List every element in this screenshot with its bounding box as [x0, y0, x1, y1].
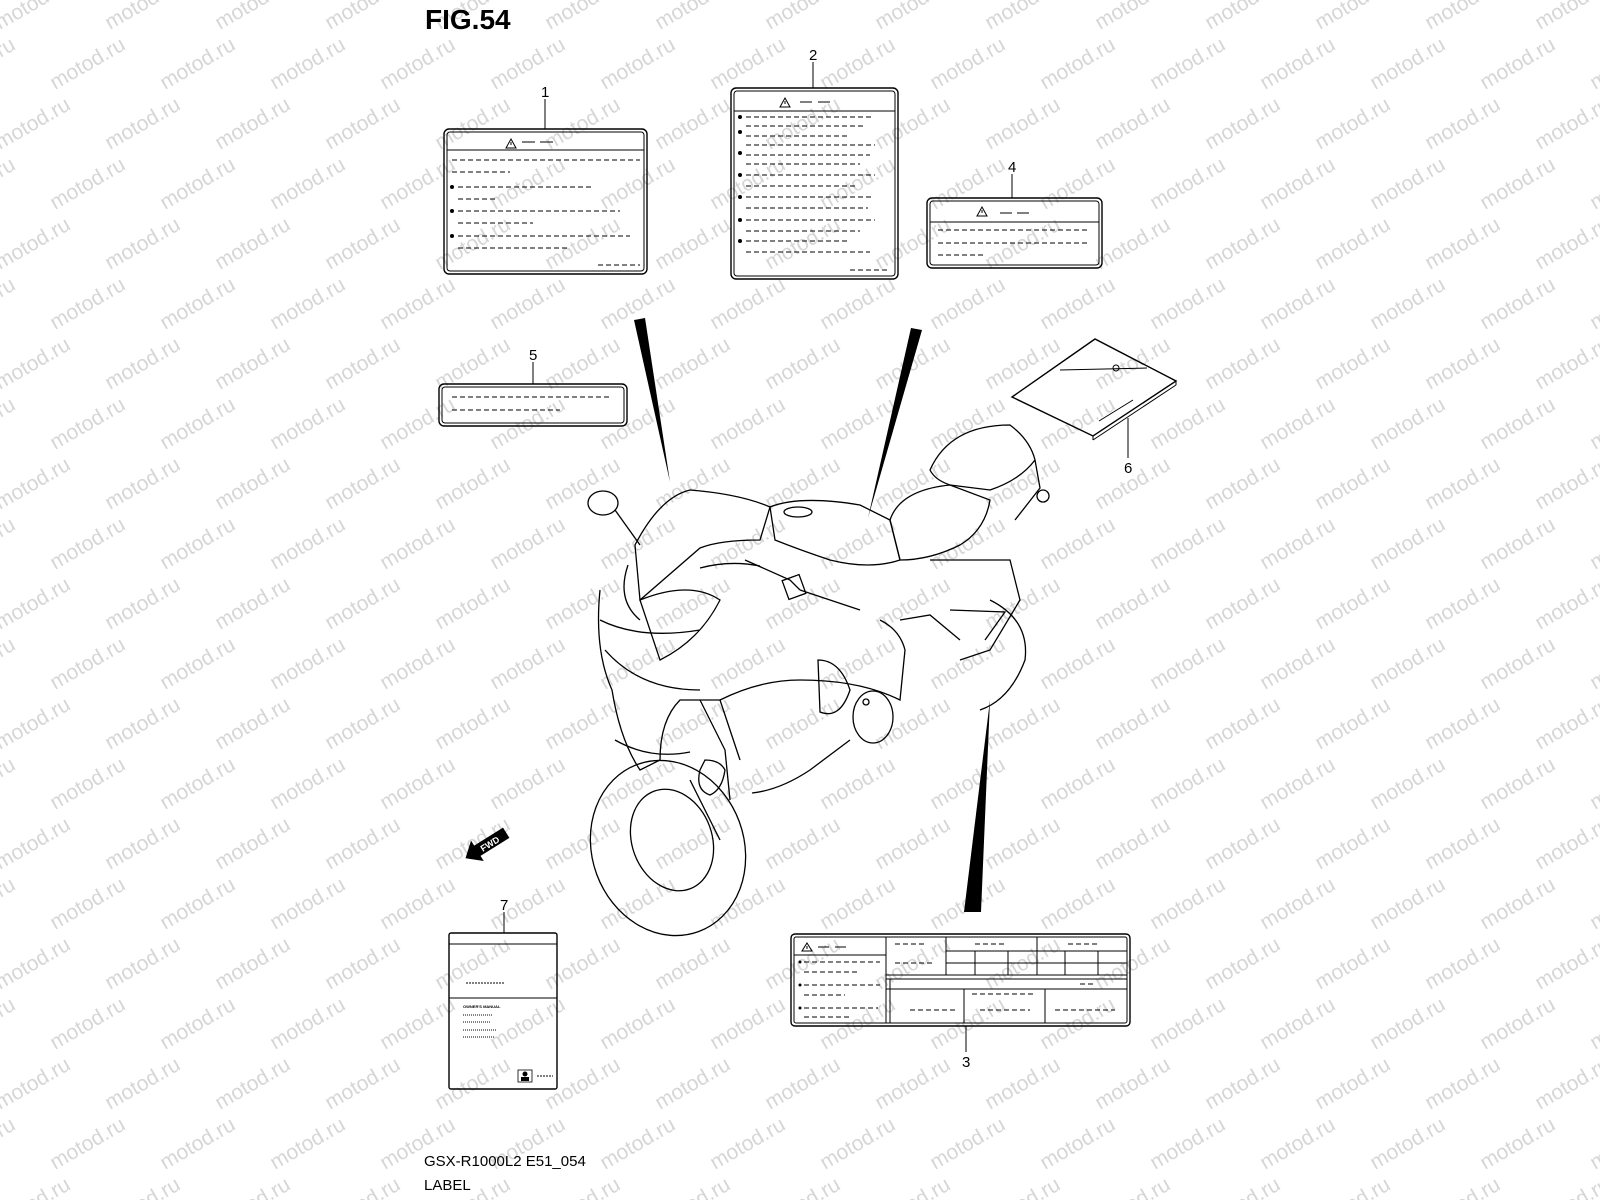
- callout-1: 1: [541, 84, 549, 101]
- pointer-wedge-center: [868, 328, 922, 518]
- warning-triangle-icon: [505, 137, 517, 149]
- rider-icon: [517, 1069, 533, 1083]
- label-5-decal[interactable]: [438, 383, 628, 427]
- label-4-warning-decal[interactable]: [926, 197, 1103, 269]
- warning-triangle-icon: [976, 205, 988, 217]
- model-code: GSX-R1000L2 E51_054: [424, 1153, 586, 1170]
- warning-triangle-icon: [779, 96, 791, 108]
- motorcycle-outline: [587, 424, 1050, 937]
- figure-title: FIG.54: [425, 4, 511, 35]
- label-3-tire-info-decal[interactable]: [790, 933, 1131, 1027]
- callout-4: 4: [1008, 159, 1016, 176]
- label-7-owners-manual[interactable]: OWNER'S MANUAL: [448, 932, 558, 1090]
- figure-caption: LABEL: [424, 1177, 471, 1194]
- pointer-wedge-left: [634, 318, 670, 482]
- fwd-arrow-icon: FWD: [465, 827, 510, 861]
- label-6-info-card[interactable]: [1010, 338, 1178, 441]
- manual-title: OWNER'S MANUAL: [463, 1004, 501, 1009]
- callout-5: 5: [529, 347, 537, 364]
- callout-3: 3: [962, 1054, 970, 1071]
- label-1-warning-decal[interactable]: [443, 128, 648, 275]
- callout-2: 2: [809, 47, 817, 64]
- callout-7: 7: [500, 897, 508, 914]
- warning-triangle-icon: [801, 942, 813, 952]
- pointer-wedge-lower: [964, 700, 990, 912]
- callout-6: 6: [1124, 460, 1132, 477]
- label-2-warning-decal[interactable]: [730, 87, 899, 280]
